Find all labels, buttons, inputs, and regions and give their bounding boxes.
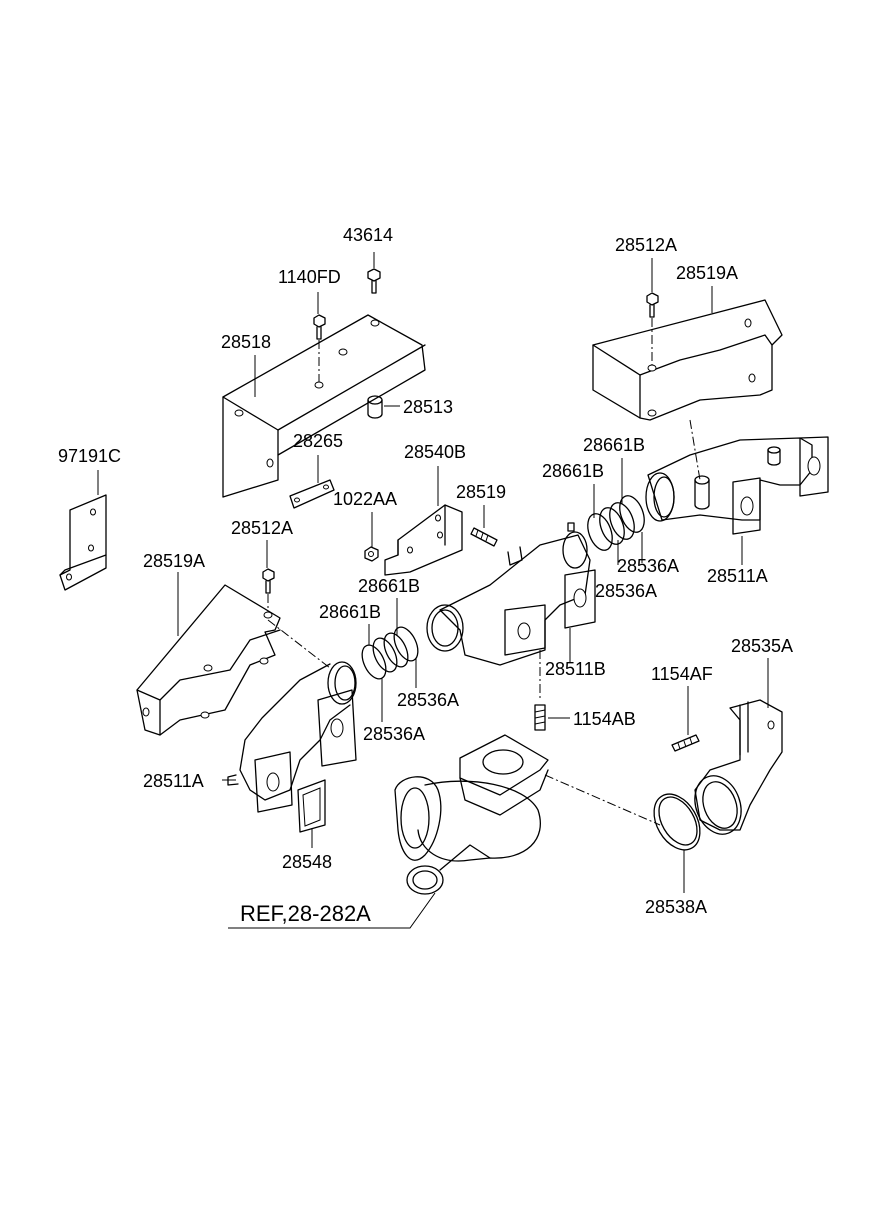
- label-1140FD: 1140FD: [278, 267, 341, 287]
- exhaust-manifold-28511A-right: [645, 436, 829, 535]
- label-28518: 28518: [221, 332, 271, 352]
- label-28511A-left: 28511A: [143, 771, 204, 791]
- nut-1022AA: [364, 546, 379, 562]
- label-28511B: 28511B: [545, 659, 606, 679]
- label-28538A: 28538A: [645, 897, 707, 917]
- stud-1154AF: [671, 734, 700, 752]
- label-28512A-top: 28512A: [615, 235, 677, 255]
- label-28513: 28513: [403, 397, 453, 417]
- label-28540B: 28540B: [404, 442, 466, 462]
- stud-1154AB: [534, 650, 546, 731]
- turbocharger: [394, 734, 549, 895]
- label-28519: 28519: [456, 482, 506, 502]
- stud-28519: [470, 527, 498, 547]
- bolt-28512A-top: [646, 292, 659, 368]
- label-28535A: 28535A: [731, 636, 793, 656]
- leader-lines: [97, 252, 769, 929]
- exhaust-manifold-28511B: [426, 522, 596, 666]
- label-28512A-left: 28512A: [231, 518, 293, 538]
- bolt-1140FD: [313, 314, 326, 385]
- label-28536A-1: 28536A: [617, 556, 679, 576]
- label-1022AA: 1022AA: [333, 489, 397, 509]
- heat-shield-28519A-top: [592, 299, 783, 421]
- outlet-elbow-28535A: [694, 699, 783, 835]
- label-97191C: 97191C: [58, 446, 121, 466]
- label-28661B-1: 28661B: [583, 435, 645, 455]
- label-28536A-2: 28536A: [595, 581, 657, 601]
- bracket-28540B: [384, 504, 463, 576]
- clamp-28538A: [544, 774, 701, 851]
- label-28519A-left: 28519A: [143, 551, 205, 571]
- spacer-28513: [367, 395, 383, 419]
- label-28265: 28265: [293, 431, 343, 451]
- label-43614: 43614: [343, 225, 393, 245]
- bolt-43614: [367, 268, 381, 294]
- plate-28265: [289, 479, 335, 509]
- gasket-28548: [297, 779, 326, 833]
- heat-shield-28518: [222, 314, 426, 498]
- label-1154AB: 1154AB: [573, 709, 636, 729]
- reference-label: REF,28-282A: [240, 901, 371, 926]
- label-28548: 28548: [282, 852, 332, 872]
- bracket-97191C: [59, 494, 107, 591]
- seal-rings-middle: [361, 626, 419, 680]
- label-1154AF: 1154AF: [651, 664, 713, 684]
- seal-rings-top: [587, 495, 645, 551]
- label-28536A-4: 28536A: [363, 724, 425, 744]
- exhaust-manifold-28511A-left: [227, 661, 357, 813]
- label-28661B-2: 28661B: [542, 461, 604, 481]
- label-28519A-top: 28519A: [676, 263, 738, 283]
- heat-shield-28519A-left: [136, 584, 281, 736]
- label-28661B-3: 28661B: [358, 576, 420, 596]
- label-28511A-right: 28511A: [707, 566, 768, 586]
- label-28661B-4: 28661B: [319, 602, 381, 622]
- label-28536A-3: 28536A: [397, 690, 459, 710]
